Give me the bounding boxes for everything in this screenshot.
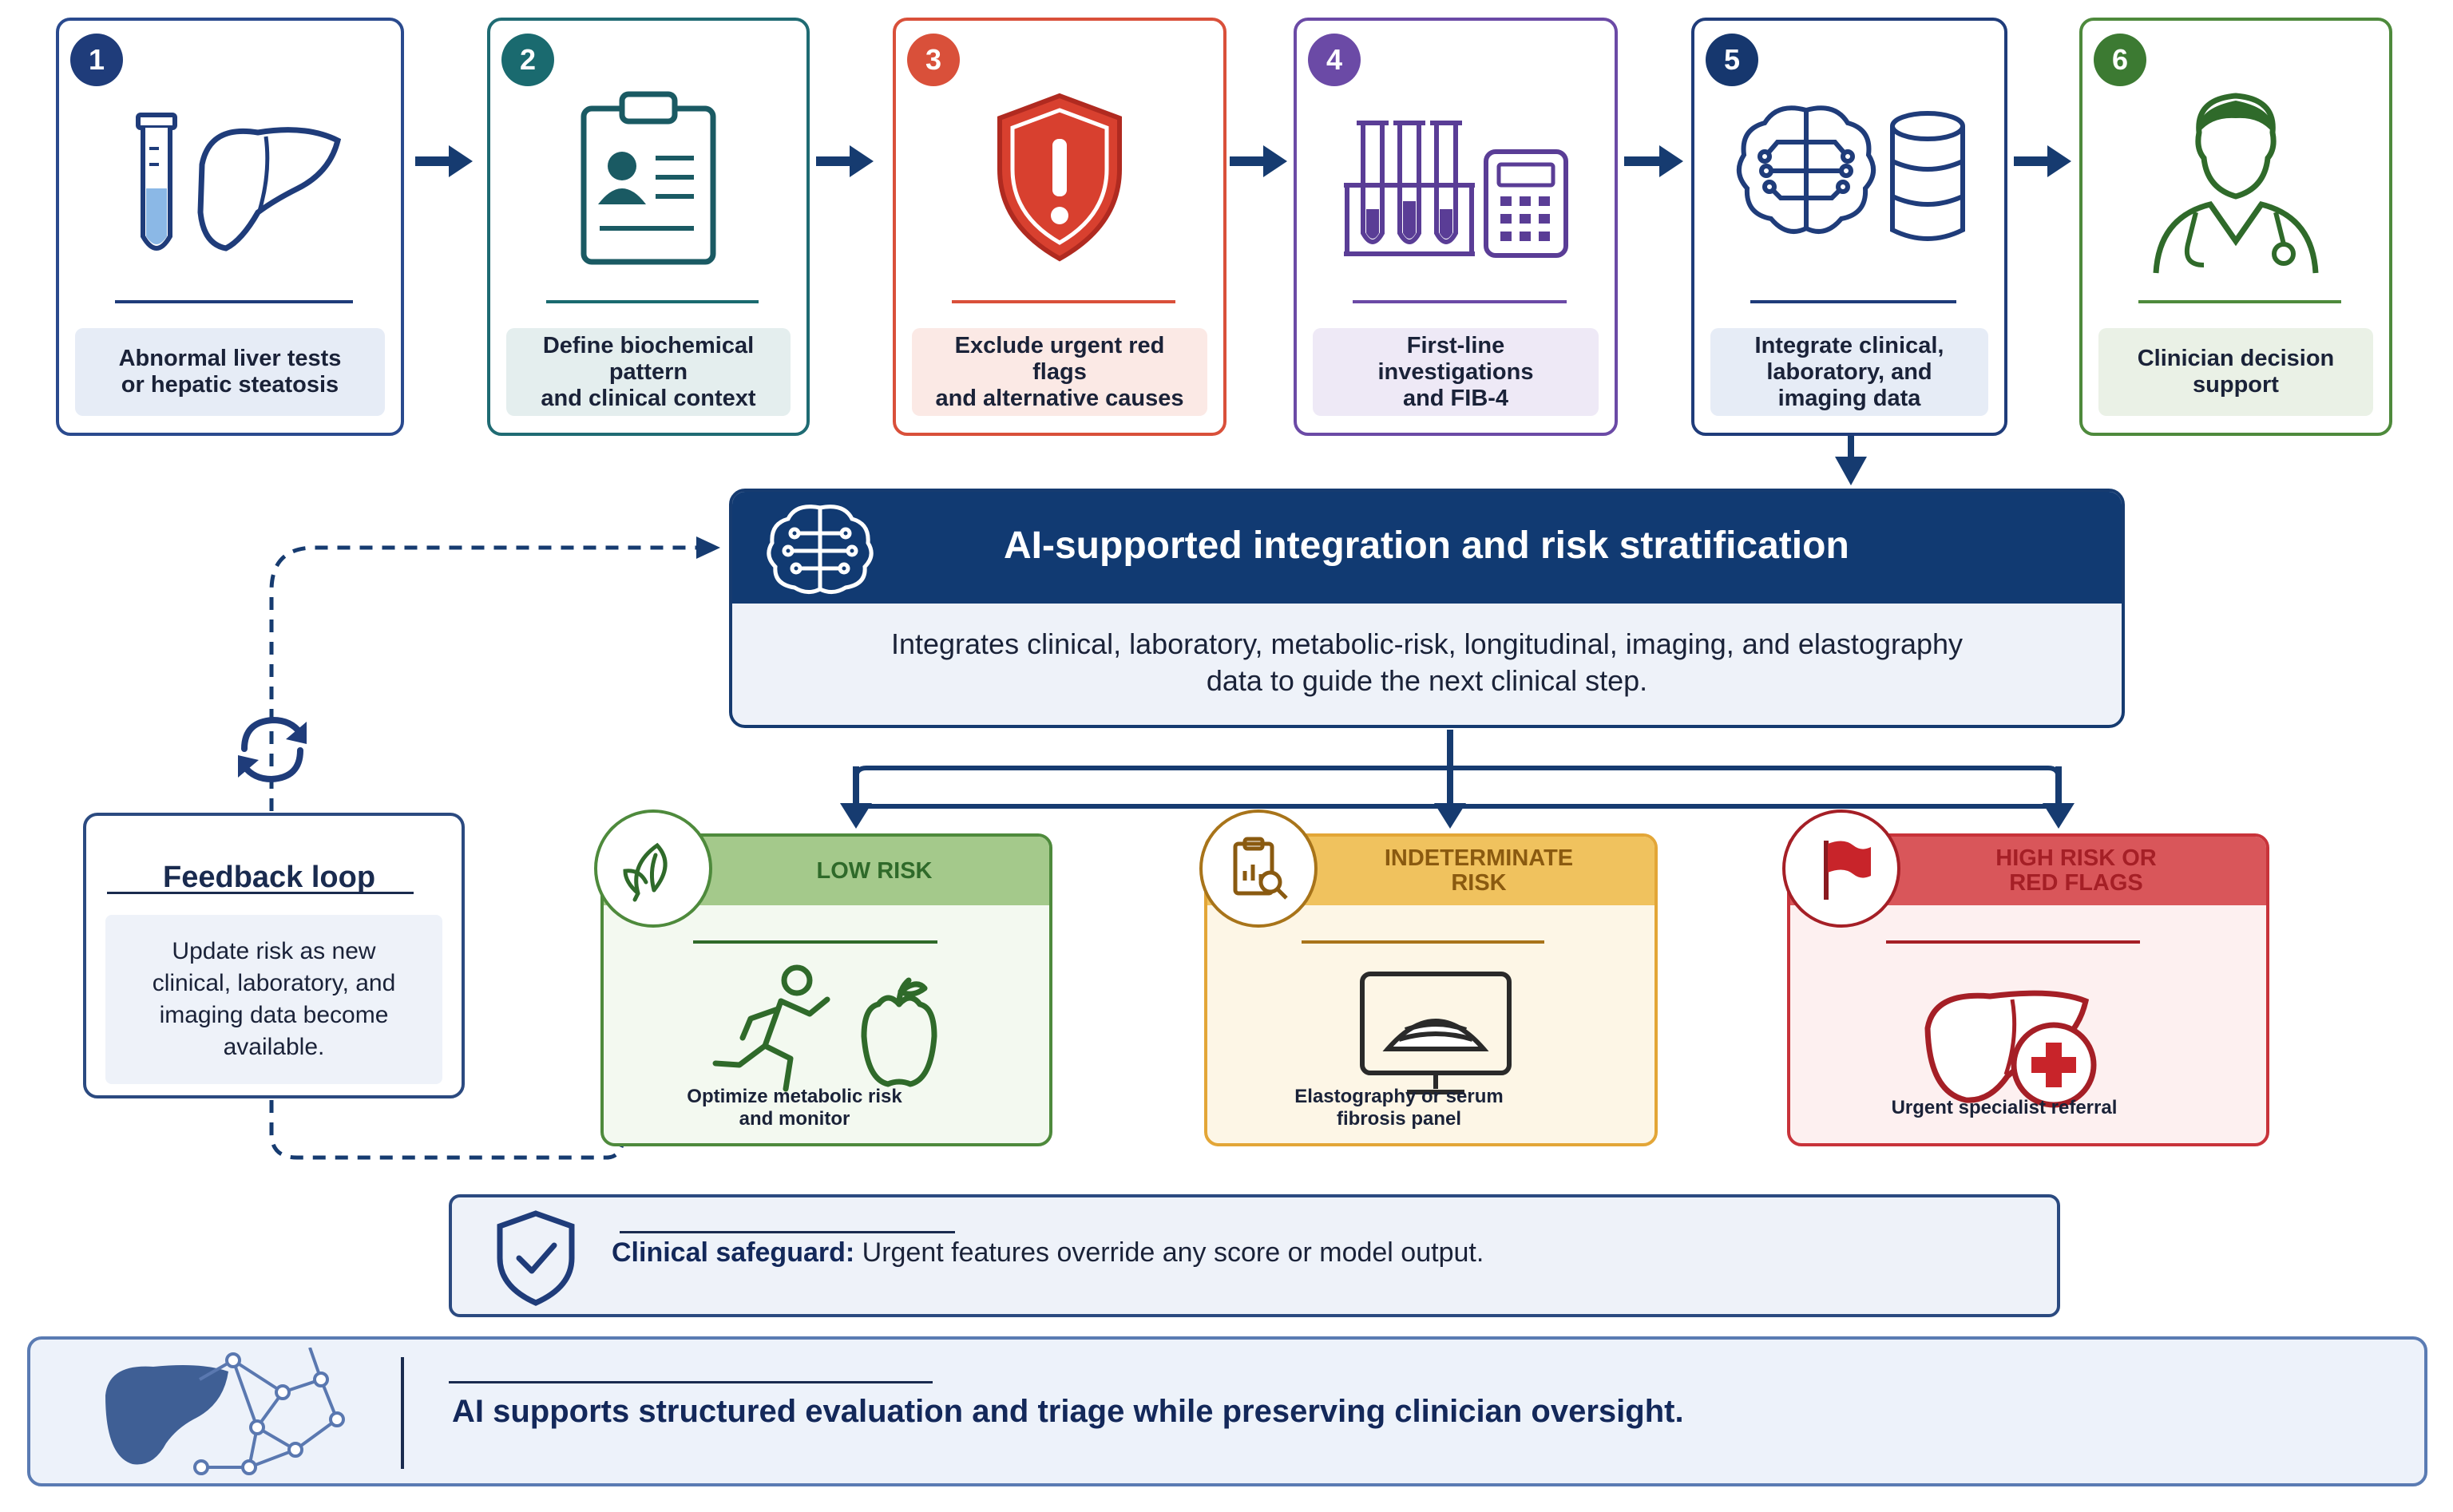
banner-rule bbox=[449, 1381, 933, 1383]
safeguard-divider bbox=[620, 1231, 955, 1233]
feedback-arrowhead bbox=[696, 536, 720, 559]
step-divider bbox=[952, 300, 1175, 303]
step-arrow bbox=[1624, 145, 1683, 177]
risk-divider bbox=[693, 940, 937, 944]
step-label: Integrate clinical, laboratory, and imag… bbox=[1710, 328, 1988, 416]
banner-text: AI supports structured evaluation and tr… bbox=[452, 1394, 1684, 1429]
shield-alert-icon bbox=[997, 93, 1122, 262]
risk-caption: Elastography or serum fibrosis panel bbox=[1294, 1086, 1504, 1130]
feedback-loop-box: Feedback loop Update risk as new clinica… bbox=[83, 813, 465, 1098]
step-divider bbox=[115, 300, 353, 303]
liver-cross-icon bbox=[1924, 990, 2097, 1108]
leaf-icon bbox=[594, 809, 712, 928]
clipboard-chart-icon bbox=[1199, 809, 1318, 928]
step-divider bbox=[1353, 300, 1567, 303]
step-card-2: 2 Define biochemical pattern and clinica… bbox=[487, 18, 810, 436]
branch-arrow-high bbox=[2043, 803, 2075, 829]
doctor-icon bbox=[2153, 93, 2319, 274]
step-arrows bbox=[415, 145, 2071, 177]
safeguard-text: Clinical safeguard: Urgent features over… bbox=[612, 1237, 1484, 1269]
risk-caption: Urgent specialist referral bbox=[1891, 1097, 2118, 1118]
step-label: Clinician decision support bbox=[2098, 328, 2373, 416]
risk-divider bbox=[1302, 940, 1544, 944]
clipboard-patient-icon bbox=[581, 91, 716, 265]
feedback-body: Update risk as new clinical, laboratory,… bbox=[105, 915, 442, 1084]
risk-caption: Optimize metabolic risk and monitor bbox=[687, 1086, 902, 1130]
shield-check-icon bbox=[497, 1210, 575, 1306]
step-label: Exclude urgent red flags and alternative… bbox=[912, 328, 1207, 416]
feedback-title: Feedback loop bbox=[163, 861, 376, 894]
step-number-badge: 4 bbox=[1308, 34, 1361, 86]
step-number-badge: 6 bbox=[2094, 34, 2146, 86]
safeguard-statement: Urgent features override any score or mo… bbox=[854, 1237, 1484, 1268]
red-flag-icon bbox=[1782, 809, 1900, 928]
step-label: Abnormal liver tests or hepatic steatosi… bbox=[75, 328, 385, 416]
branch-arrow-low bbox=[840, 803, 872, 829]
ai-title: AI-supported integration and risk strati… bbox=[1004, 524, 1849, 567]
brain-database-icon bbox=[1737, 105, 1965, 241]
ai-description: Integrates clinical, laboratory, metabol… bbox=[890, 627, 1964, 697]
step-divider bbox=[546, 300, 759, 303]
step-card-5: 5 Integrate clinical, laboratory, and im… bbox=[1691, 18, 2007, 436]
branch-arrow-indeterminate bbox=[1434, 803, 1466, 829]
step-number-badge: 1 bbox=[70, 34, 123, 86]
clinical-safeguard-box: Clinical safeguard: Urgent features over… bbox=[449, 1194, 2060, 1317]
step-arrow bbox=[816, 145, 874, 177]
summary-banner: AI supports structured evaluation and tr… bbox=[27, 1336, 2427, 1486]
step-number-badge: 2 bbox=[501, 34, 554, 86]
step5-to-ai-arrow bbox=[1835, 431, 1867, 485]
refresh-cycle-icon bbox=[238, 716, 307, 783]
safeguard-label: Clinical safeguard: bbox=[612, 1237, 855, 1268]
brain-circuit-icon bbox=[767, 505, 874, 594]
step-number-badge: 5 bbox=[1706, 34, 1758, 86]
step-label: Define biochemical pattern and clinical … bbox=[506, 328, 791, 416]
test-tubes-calculator-icon bbox=[1344, 121, 1568, 258]
ultrasound-monitor-icon bbox=[1360, 972, 1512, 1094]
feedback-dashed-loop bbox=[269, 545, 703, 1160]
liver-network-icon bbox=[105, 1348, 345, 1475]
step-label: First-line investigations and FIB-4 bbox=[1313, 328, 1599, 416]
ai-header: AI-supported integration and risk strati… bbox=[732, 492, 2122, 604]
step-card-4: 4 First-line investigations and FIB-4 bbox=[1294, 18, 1618, 436]
step-card-1: 1 Abnormal liver tests or hepatic steato… bbox=[56, 18, 404, 436]
risk-divider bbox=[1886, 940, 2140, 944]
step-number-badge: 3 bbox=[907, 34, 960, 86]
step-card-3: 3 Exclude urgent red flags and alternati… bbox=[893, 18, 1226, 436]
step-divider bbox=[1750, 300, 1956, 303]
step-arrow bbox=[415, 145, 473, 177]
step-arrow bbox=[2014, 145, 2071, 177]
test-tube-liver-icon bbox=[136, 113, 342, 251]
banner-divider bbox=[401, 1357, 404, 1469]
step-card-6: 6 Clinician decision support bbox=[2079, 18, 2392, 436]
runner-apple-icon bbox=[712, 964, 937, 1092]
step-arrow bbox=[1230, 145, 1287, 177]
feedback-divider bbox=[107, 892, 414, 894]
ai-integration-box: AI-supported integration and risk strati… bbox=[729, 489, 2125, 728]
step-divider bbox=[2138, 300, 2341, 303]
